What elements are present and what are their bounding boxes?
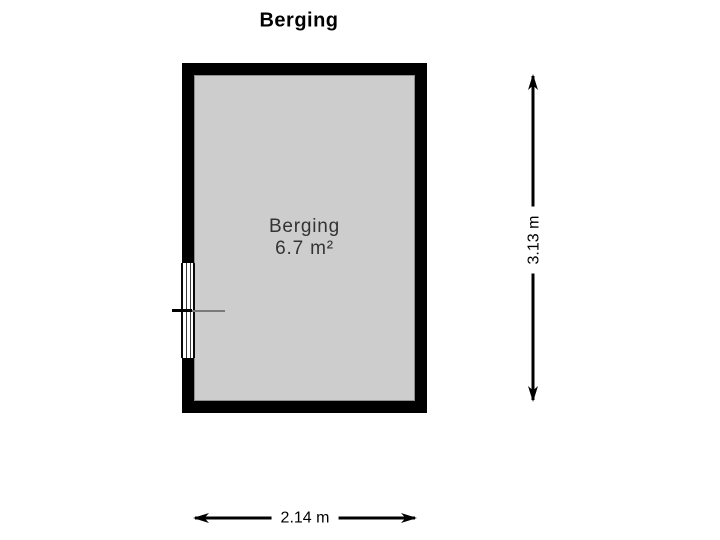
plan-title: Berging	[259, 9, 339, 32]
window-sill-line	[192, 310, 225, 312]
window-center-tick	[172, 309, 192, 312]
room-floor: Berging 6.7 m²	[194, 75, 415, 401]
room-name-label: Berging	[268, 216, 341, 237]
room-berging: Berging 6.7 m²	[182, 63, 427, 413]
height-dimension-label: 3.13 m	[522, 206, 546, 274]
room-area-label: 6.7 m²	[275, 238, 334, 259]
width-dimension-label: 2.14 m	[271, 506, 339, 530]
